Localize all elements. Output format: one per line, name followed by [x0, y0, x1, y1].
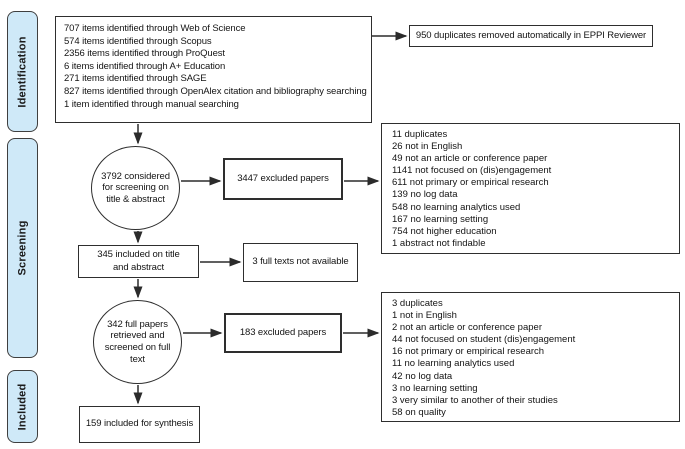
source-item: 6 items identified through A+ Education — [64, 60, 226, 72]
exclusion-reason: 1 abstract not findable — [392, 237, 486, 249]
exclusion-reason: 548 no learning analytics used — [392, 201, 521, 213]
synthesis-included-label: 159 included for synthesis — [85, 418, 194, 430]
exclusion-reason: 11 duplicates — [392, 129, 448, 140]
exclusion-reason: 16 not primary or empirical research — [392, 346, 545, 358]
stage-included: Included — [7, 370, 38, 443]
exclusion-reason: 1 not in English — [392, 310, 457, 322]
exclusion-reason: 2 not an article or conference paper — [392, 322, 542, 334]
stage-screening: Screening — [7, 138, 38, 358]
stage-identification: Identification — [7, 11, 38, 132]
full-texts-not-available-box: 3 full texts not available — [243, 243, 358, 282]
full-text-excluded-label: 183 excluded papers — [239, 326, 327, 338]
source-item: 707 items identified through Web of Scie… — [64, 23, 246, 34]
exclusion-reason: 42 no log data — [392, 370, 453, 382]
exclusion-reason: 58 on quality — [392, 406, 446, 418]
identification-sources-box: 707 items identified through Web of Scie… — [55, 16, 372, 123]
title-abstract-considered-circle: 3792 considered for screening on title &… — [91, 146, 180, 230]
exclusion-reason: 3 no learning setting — [392, 382, 478, 394]
full-text-screened-label: 342 full papers retrieved and screened o… — [104, 318, 171, 365]
exclusion-reason: 139 no log data — [392, 189, 458, 201]
title-abstract-excluded-label: 3447 excluded papers — [237, 172, 329, 184]
full-text-excluded-box: 183 excluded papers — [224, 313, 342, 353]
exclusion-reason: 611 not primary or empirical research — [392, 177, 549, 189]
exclusion-reason: 3 very similar to another of their studi… — [392, 394, 558, 406]
full-text-screened-circle: 342 full papers retrieved and screened o… — [93, 300, 182, 384]
synthesis-included-box: 159 included for synthesis — [79, 406, 200, 443]
full-texts-not-available-label: 3 full texts not available — [252, 256, 349, 268]
source-item: 1 item identified through manual searchi… — [64, 98, 239, 110]
duplicates-removed-label: 950 duplicates removed automatically in … — [415, 29, 647, 41]
source-item: 827 items identified through OpenAlex ci… — [64, 85, 367, 97]
title-abstract-considered-label: 3792 considered for screening on title &… — [101, 170, 170, 205]
exclusion-reason: 11 no learning analytics used — [392, 358, 515, 370]
source-item: 2356 items identified through ProQuest — [64, 48, 225, 60]
duplicates-removed-box: 950 duplicates removed automatically in … — [409, 25, 653, 47]
exclusion-reason: 49 not an article or conference paper — [392, 153, 548, 165]
exclusion-reason: 26 not in English — [392, 141, 463, 153]
full-text-exclusion-reasons-box: 3 duplicates 1 not in English 2 not an a… — [381, 292, 680, 422]
source-item: 271 items identified through SAGE — [64, 73, 207, 85]
stage-included-label: Included — [16, 383, 29, 430]
title-abstract-included-label: 345 included on title and abstract — [97, 249, 180, 273]
exclusion-reason: 1141 not focused on (dis)engagement — [392, 165, 552, 177]
title-abstract-included-box: 345 included on title and abstract — [78, 245, 199, 278]
exclusion-reason: 44 not focused on student (dis)engagemen… — [392, 334, 576, 346]
stage-identification-label: Identification — [16, 35, 29, 108]
exclusion-reason: 754 not higher education — [392, 225, 497, 237]
stage-screening-label: Screening — [16, 220, 29, 276]
exclusion-reason: 3 duplicates — [392, 298, 443, 309]
title-abstract-exclusion-reasons-box: 11 duplicates 26 not in English 49 not a… — [381, 123, 680, 254]
exclusion-reason: 167 no learning setting — [392, 213, 489, 225]
title-abstract-excluded-box: 3447 excluded papers — [223, 158, 343, 200]
source-item: 574 items identified through Scopus — [64, 35, 212, 47]
